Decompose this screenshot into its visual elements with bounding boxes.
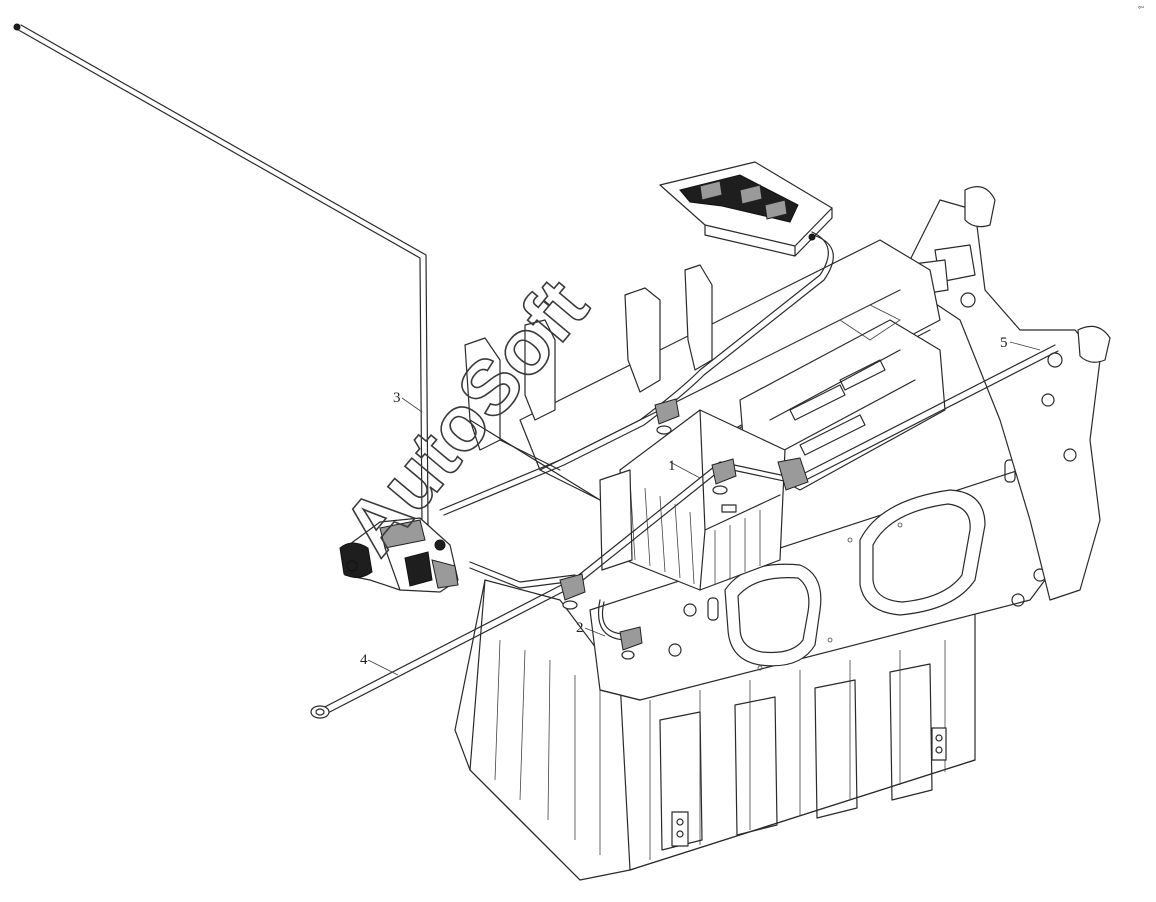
front-plate: [589, 431, 1064, 701]
callout-5: 5: [1000, 335, 1008, 351]
callouts: 1 2 3 4 5: [360, 335, 1008, 668]
callout-2: 2: [576, 620, 584, 636]
callout-1: 1: [668, 458, 676, 474]
couplings: [559, 398, 809, 660]
battery-module: [599, 409, 786, 591]
pump-assembly: [339, 517, 459, 593]
left-uprights: [464, 264, 713, 501]
controller-board: [659, 161, 833, 257]
lower-housing: [454, 579, 976, 881]
corner-mark: °“: [1138, 5, 1144, 14]
callout-4: 4: [360, 652, 368, 668]
callout-3: 3: [393, 390, 401, 406]
leader-lines: [367, 341, 1041, 676]
